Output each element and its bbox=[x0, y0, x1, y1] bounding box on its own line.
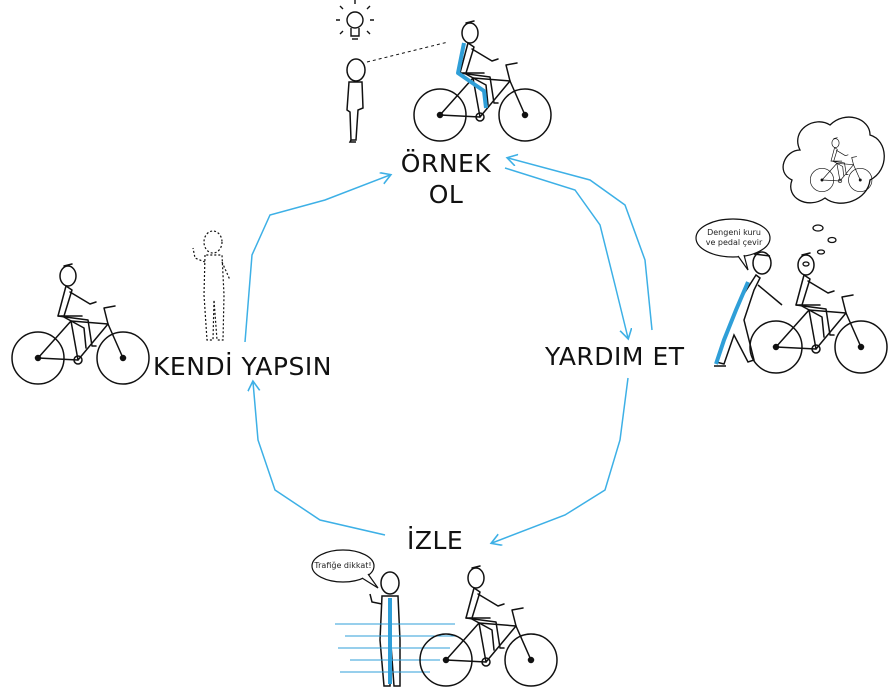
instructor-figure bbox=[369, 571, 401, 687]
faded-instructor-figure bbox=[192, 230, 231, 341]
bubble-help-line2: ve pedal çevir bbox=[705, 238, 763, 247]
label-watch: İZLE bbox=[407, 526, 464, 555]
observer-figure bbox=[346, 58, 366, 143]
bubble-watch-text: Trafiğe dikkat! bbox=[314, 561, 372, 570]
scene-help bbox=[695, 116, 888, 374]
label-model-line1: ÖRNEK bbox=[400, 149, 492, 178]
motion-lines bbox=[335, 623, 455, 673]
arrow-watch-to-self bbox=[253, 382, 386, 536]
arrow-self-to-model bbox=[244, 175, 390, 343]
scene-model bbox=[336, 0, 552, 143]
gaze-line bbox=[366, 41, 449, 63]
speech-bubble-watch bbox=[311, 549, 379, 589]
lightbulb-icon bbox=[336, 0, 374, 40]
scene-self bbox=[11, 230, 231, 385]
label-self: KENDİ YAPSIN bbox=[153, 352, 332, 381]
cycle-arrows bbox=[244, 158, 653, 543]
speech-bubble-help bbox=[695, 218, 771, 271]
arrow-help-to-watch bbox=[492, 377, 629, 543]
label-help: YARDIM ET bbox=[545, 342, 685, 371]
scene-watch bbox=[311, 549, 558, 687]
thought-cloud-icon bbox=[782, 116, 885, 267]
bubble-help-text: Dengeni kuru ve pedal çevir bbox=[698, 228, 770, 248]
label-model: ÖRNEK OL bbox=[400, 148, 492, 210]
label-model-line2: OL bbox=[428, 180, 464, 209]
bubble-help-line1: Dengeni kuru bbox=[707, 228, 761, 237]
arrow-model-to-help bbox=[504, 167, 628, 338]
arrow-help-to-model bbox=[508, 158, 653, 331]
